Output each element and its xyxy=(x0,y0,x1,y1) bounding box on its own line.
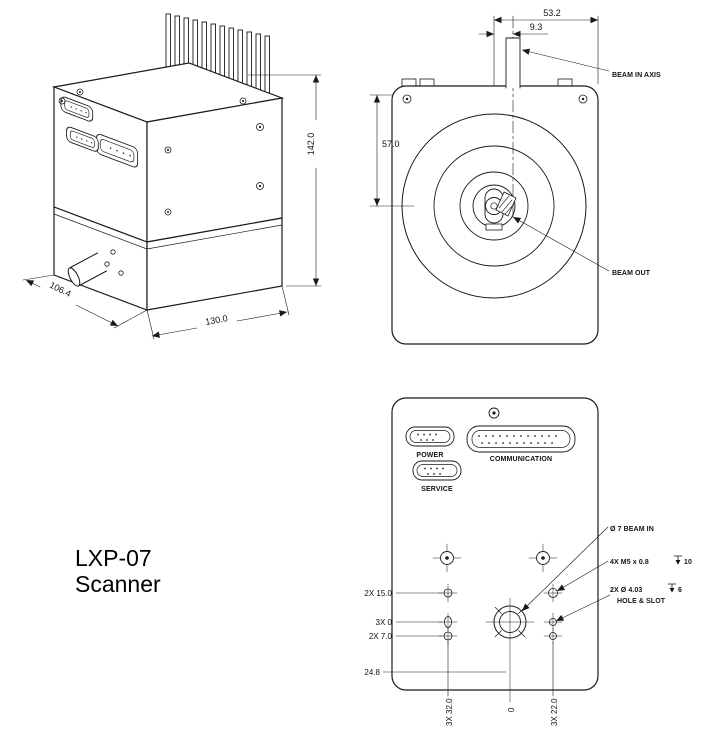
lens-circles xyxy=(401,113,587,299)
thread-annotation-callout: 4X M5 x 0.8 10 xyxy=(556,555,692,592)
product-title: LXP-07 Scanner xyxy=(75,545,161,597)
iso-connectors xyxy=(60,96,139,168)
holes-annotation: 2X Ø 4.03 xyxy=(610,587,642,594)
product-type: Scanner xyxy=(75,571,161,597)
front-dim-offset: 9.3 xyxy=(478,22,549,38)
front-body-outline xyxy=(391,85,599,345)
front-offset-total-dim-label: 53.2 xyxy=(543,8,561,18)
beam-in-annotation-callout: Ø 7 BEAM IN xyxy=(521,526,654,612)
rear-dim-22-label: 3X 22.0 xyxy=(550,698,559,726)
rear-dim-0-label: 3X 0 xyxy=(376,618,393,627)
thread-depth-label: 10 xyxy=(684,559,692,566)
beam-in-annotation: Ø 7 BEAM IN xyxy=(610,526,654,533)
front-top-tab xyxy=(557,78,573,87)
power-label: POWER xyxy=(416,452,443,459)
front-screw xyxy=(578,94,588,104)
front-view: 53.2 9.3 57.0 xyxy=(369,8,661,345)
mounting-holes-right xyxy=(543,583,563,645)
rear-dims-left: 2X 15.0 3X 0 2X 7.0 24.8 xyxy=(364,589,507,677)
isometric-view: 142.0 106.4 130.0 xyxy=(22,13,322,340)
hole-slot-label: HOLE & SLOT xyxy=(617,598,666,605)
service-label: SERVICE xyxy=(421,486,453,493)
db25-communication-connector: COMMUNICATION xyxy=(466,425,576,463)
front-offset-dim-label: 9.3 xyxy=(530,22,543,32)
thread-annotation: 4X M5 x 0.8 xyxy=(610,559,649,566)
aperture-bracket xyxy=(485,223,503,231)
mirror-section xyxy=(495,191,517,217)
beam-out-callout: BEAM OUT xyxy=(512,216,651,277)
front-dim-offset-total: 53.2 xyxy=(493,8,599,24)
rear-middle-screws xyxy=(432,543,558,573)
communication-label: COMMUNICATION xyxy=(490,456,552,463)
iso-screws xyxy=(58,88,264,216)
rear-dim-0-bottom-label: 0 xyxy=(507,707,516,712)
rear-dim-15-label: 2X 15.0 xyxy=(364,589,392,598)
iso-dim-height: 142.0 xyxy=(247,74,322,287)
rear-body-outline xyxy=(391,397,599,691)
beam-in-port xyxy=(485,597,535,703)
rear-dim-24-8-label: 24.8 xyxy=(364,668,380,677)
beam-in-pipe xyxy=(505,37,521,89)
holes-depth-label: 6 xyxy=(678,587,682,594)
beam-in-axis-callout: BEAM IN AXIS xyxy=(521,48,661,79)
rear-dim-7-label: 2X 7.0 xyxy=(369,632,393,641)
db9-power-connector: POWER xyxy=(405,426,455,459)
rear-dim-32-label: 3X 32.0 xyxy=(445,698,454,726)
heatsink-fins xyxy=(165,13,270,97)
iso-right-face xyxy=(146,97,283,243)
product-name: LXP-07 xyxy=(75,545,152,571)
holes-annotation-callout: 2X Ø 4.03 6 HOLE & SLOT xyxy=(555,583,682,622)
iso-base-holes xyxy=(104,249,124,276)
iso-depth-dim-label: 106.4 xyxy=(48,280,73,299)
beam-in-axis-label: BEAM IN AXIS xyxy=(612,72,661,79)
db9-service-connector: SERVICE xyxy=(412,460,462,493)
iso-dim-width: 130.0 xyxy=(146,285,290,340)
iso-width-dim-label: 130.0 xyxy=(205,313,229,327)
front-screw xyxy=(402,94,412,104)
iso-height-dim-label: 142.0 xyxy=(306,133,316,156)
rear-view: POWER SERVICE COMMUNICATION xyxy=(364,397,692,726)
rear-dims-bottom: 3X 32.0 0 3X 22.0 xyxy=(445,641,559,726)
front-center-height-dim-label: 57.0 xyxy=(382,139,400,149)
front-top-tab xyxy=(401,78,417,87)
rear-top-screw xyxy=(488,407,500,419)
front-top-tab xyxy=(419,78,435,87)
beam-aperture xyxy=(484,188,517,231)
beam-out-label: BEAM OUT xyxy=(612,270,651,277)
iso-beam-cylinder xyxy=(67,252,107,287)
